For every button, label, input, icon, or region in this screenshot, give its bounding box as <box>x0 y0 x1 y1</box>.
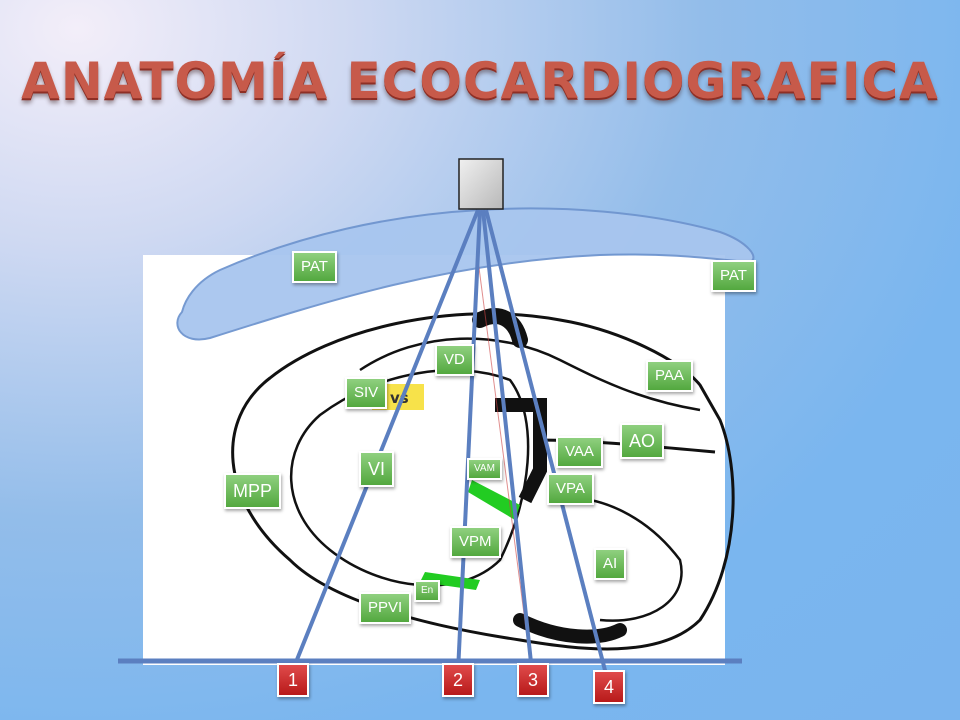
ao-label: AO <box>620 423 665 459</box>
transducer-probe <box>458 158 504 210</box>
vpm-label: VPM <box>450 526 501 558</box>
chest-wall-band <box>176 207 755 341</box>
mitral-posterior-leaflet <box>420 572 480 590</box>
beam-4-line <box>484 209 609 679</box>
beam-2-line <box>456 209 482 673</box>
pat-label-left: PAT <box>292 251 337 283</box>
mpp-label: MPP <box>224 473 282 509</box>
pat-label-right: PAT <box>711 260 756 292</box>
ppvi-label: PPVI <box>359 592 412 624</box>
beam-3-line <box>481 209 534 673</box>
beam-1-line <box>290 209 480 673</box>
paa-label: PAA <box>646 360 693 392</box>
slide-title: ANATOMÍA ECOCARDIOGRAFICA <box>21 52 939 110</box>
beam-1-marker: 1 <box>277 663 309 697</box>
beam-2-marker: 2 <box>442 663 474 697</box>
siv-label: SIV <box>345 377 388 409</box>
right-ventricle-outline <box>359 337 701 412</box>
en-label: En <box>414 580 441 602</box>
beam-4-marker: 4 <box>593 670 625 704</box>
heart-outer-outline <box>231 312 735 651</box>
vaa-label: VAA <box>556 436 603 468</box>
vd-label: VD <box>435 344 474 376</box>
vi-label: VI <box>359 451 395 487</box>
vam-label: VAM <box>467 458 502 480</box>
ai-label: AI <box>594 548 627 580</box>
mitral-anterior-leaflet <box>468 480 520 520</box>
aortic-root <box>500 408 716 454</box>
vpa-label: VPA <box>547 473 594 505</box>
beam-3-marker: 3 <box>517 663 549 697</box>
